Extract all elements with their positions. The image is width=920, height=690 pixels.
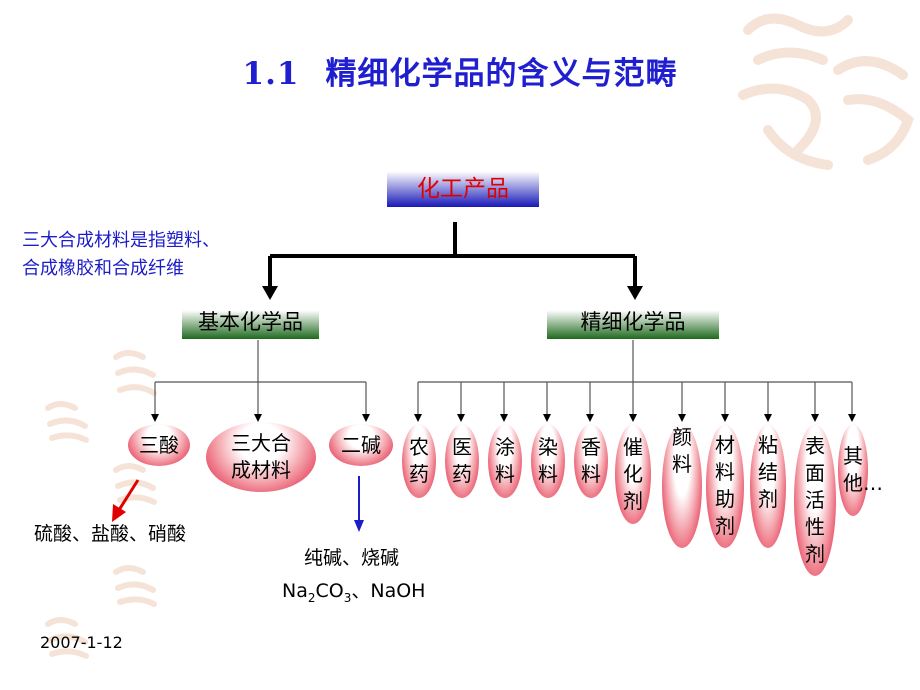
node-label: 三酸	[139, 432, 179, 457]
node-fine-chemicals: 精细化学品	[547, 303, 719, 339]
synthetic-materials-note: 三大合成材料是指塑料、 合成橡胶和合成纤维	[22, 227, 220, 283]
node-label: 三大合成材料	[231, 431, 291, 482]
formula-co: CO	[315, 580, 344, 602]
root-node-chemical-products: 化工产品	[387, 165, 539, 207]
node-label: 颜料	[672, 425, 692, 476]
title-number: 1.1	[242, 56, 300, 92]
node-fragrances: 香料	[574, 424, 608, 498]
date-footer: 2007-1-12	[40, 633, 123, 652]
fine-connector	[417, 340, 853, 418]
node-label: 涂料	[495, 435, 515, 486]
acid-examples: 硫酸、盐酸、硝酸	[34, 523, 187, 545]
watermark-seal	[113, 565, 157, 607]
node-label: 催化剂	[623, 434, 643, 513]
node-label: 二碱	[341, 432, 381, 457]
basic-arrowheads	[151, 414, 370, 422]
watermark-seal	[45, 401, 89, 443]
title-text: 精细化学品的含义与范畴	[325, 56, 678, 92]
formula-sub-2: 2	[307, 590, 316, 605]
node-others: 其他…	[838, 424, 883, 516]
node-label: 染料	[538, 435, 558, 486]
note-line-2: 合成橡胶和合成纤维	[22, 258, 184, 279]
fine-label: 精细化学品	[580, 310, 686, 334]
node-dyes: 染料	[531, 424, 565, 498]
fine-arrowheads	[414, 414, 856, 422]
node-material-additives: 材料助剂	[706, 424, 744, 548]
node-pesticides: 农药	[402, 424, 436, 498]
arrowhead-basic	[262, 286, 278, 300]
node-two-bases: 二碱	[329, 424, 393, 466]
node-surfactants: 表面活性剂	[794, 424, 836, 576]
basic-label: 基本化学品	[198, 310, 303, 334]
basic-connector	[154, 340, 367, 418]
formula-na: Na	[282, 580, 308, 602]
node-catalysts: 催化剂	[615, 424, 651, 524]
formula-naoh: 、NaOH	[351, 580, 426, 602]
node-three-acids: 三酸	[128, 424, 190, 466]
base-example-arrowhead	[354, 520, 364, 532]
node-label: 材料助剂	[715, 433, 735, 538]
node-three-synthetic-materials: 三大合成材料	[206, 422, 316, 492]
node-basic-chemicals: 基本化学品	[182, 303, 319, 339]
arrowhead-fine	[627, 286, 643, 300]
node-coatings: 涂料	[488, 424, 522, 498]
note-line-1: 三大合成材料是指塑料、	[22, 230, 220, 251]
base-formulas: Na2CO3、NaOH	[282, 576, 425, 605]
root-connector	[268, 222, 637, 288]
node-label: 表面活性剂	[805, 433, 825, 566]
root-label: 化工产品	[417, 176, 509, 202]
node-label: 其他…	[843, 444, 883, 495]
node-pharmaceuticals: 医药	[445, 424, 479, 498]
node-adhesives: 粘结剂	[750, 424, 786, 548]
node-label: 农药	[409, 435, 429, 486]
watermark-seal	[45, 617, 89, 659]
formula-sub-3: 3	[343, 590, 352, 605]
watermark-seal-large	[738, 13, 914, 170]
acid-example-arrow	[117, 479, 140, 511]
node-label: 医药	[452, 435, 472, 486]
base-examples: 纯碱、烧碱	[304, 547, 400, 569]
node-label: 粘结剂	[758, 432, 778, 511]
acid-example-arrowhead	[112, 504, 126, 522]
node-label: 香料	[581, 435, 601, 486]
page-title: 1.1 精细化学品的含义与范畴	[0, 48, 920, 93]
watermark-seal	[113, 350, 157, 396]
node-pigments: 颜料	[662, 424, 702, 548]
